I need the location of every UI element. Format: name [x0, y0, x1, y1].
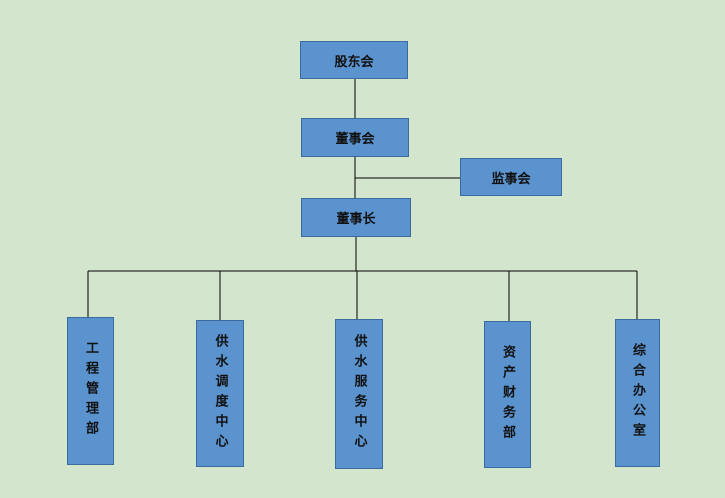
box-chairman: 董事长 — [301, 198, 411, 237]
dept-box: 综合办公室 — [615, 319, 660, 467]
dept-label: 资产财务部 — [500, 344, 515, 445]
dept-label: 供水调度中心 — [212, 333, 228, 454]
box-chairman-label: 董事长 — [336, 212, 376, 227]
dept-box: 供水服务中心 — [335, 319, 383, 469]
dept-box: 资产财务部 — [484, 321, 531, 468]
box-board: 董事会 — [301, 118, 409, 157]
dept-label: 工程管理部 — [83, 341, 98, 441]
box-shareholders-label: 股东会 — [334, 54, 374, 70]
box-board-label: 董事会 — [335, 132, 375, 147]
dept-box: 供水调度中心 — [196, 320, 244, 467]
box-shareholders: 股东会 — [300, 41, 408, 79]
box-supervisory: 监事会 — [460, 158, 562, 196]
dept-box: 工程管理部 — [67, 317, 114, 465]
dept-label: 供水服务中心 — [351, 334, 367, 454]
dept-label: 综合办公室 — [630, 343, 645, 443]
box-supervisory-label: 监事会 — [491, 171, 531, 187]
